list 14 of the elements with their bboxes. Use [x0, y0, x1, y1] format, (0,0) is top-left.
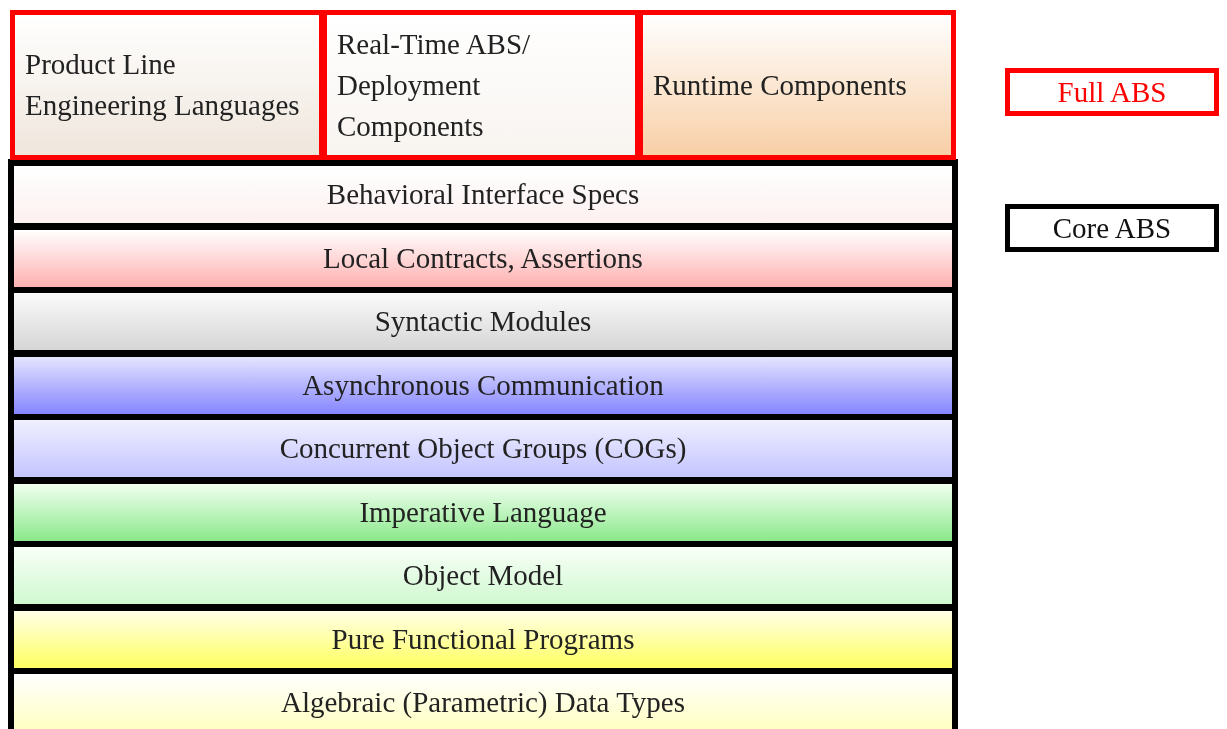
layer-band: Algebraic (Parametric) Data Types — [10, 670, 956, 729]
legend-item: Core ABS — [1005, 204, 1219, 252]
feature-box: Runtime Components — [638, 10, 956, 160]
layer-band: Object Model — [10, 543, 956, 608]
layer-band: Pure Functional Programs — [10, 606, 956, 672]
layer-band: Imperative Language — [10, 479, 956, 545]
layer-band: Local Contracts, Assertions — [10, 225, 956, 291]
layer-band: Syntactic Modules — [10, 289, 956, 354]
feature-box: Real-Time ABS/ Deployment Components — [322, 10, 640, 160]
legend-item: Full ABS — [1005, 68, 1219, 116]
feature-box: Product Line Engineering Languages — [10, 10, 324, 160]
layer-band: Behavioral Interface Specs — [10, 162, 956, 227]
layer-band: Asynchronous Communication — [10, 352, 956, 418]
layer-band: Concurrent Object Groups (COGs) — [10, 416, 956, 481]
